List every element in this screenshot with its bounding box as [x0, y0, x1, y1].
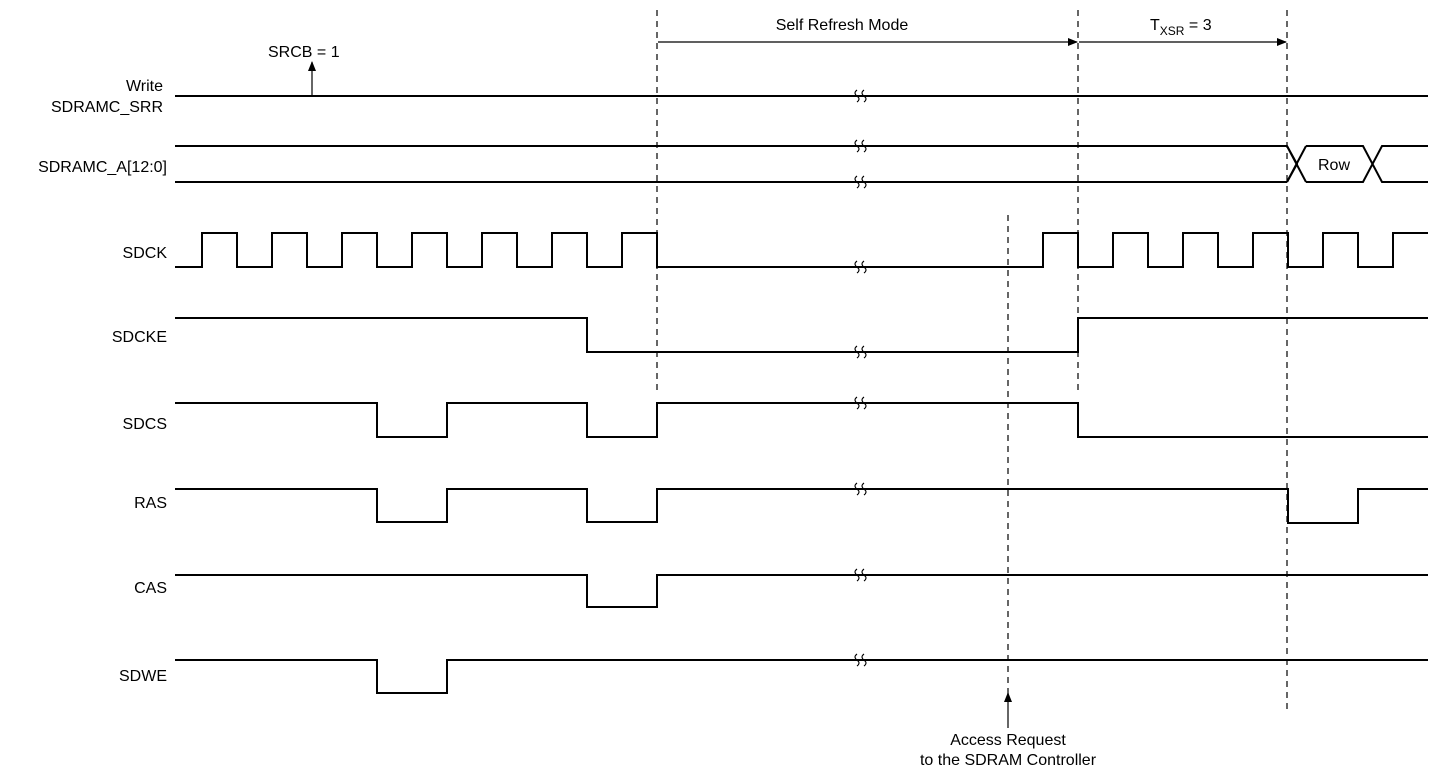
signal-label-sdcs: SDCS	[123, 416, 167, 433]
sdwe-waveform	[175, 659, 1428, 694]
address-bus-row-segment	[1286, 145, 1428, 183]
signal-label-ras: RAS	[134, 495, 167, 512]
break-mark	[854, 482, 867, 496]
signal-label-sdramc-srr: SDRAMC_SRR	[51, 99, 163, 116]
break-mark	[854, 653, 867, 667]
access-request-label-line2: to the SDRAM Controller	[920, 752, 1097, 769]
txsr-label: TXSR = 3	[1150, 17, 1212, 38]
sdcs-waveform	[175, 402, 1428, 438]
address-bus-top	[175, 145, 1299, 183]
break-mark	[854, 175, 867, 189]
break-mark	[854, 139, 867, 153]
access-request-label-line1: Access Request	[950, 732, 1066, 749]
break-mark	[854, 345, 867, 359]
break-mark	[854, 89, 867, 103]
srcb-label: SRCB = 1	[268, 44, 340, 61]
signal-label-sdck: SDCK	[123, 245, 168, 262]
break-mark	[854, 396, 867, 410]
self-refresh-mode-label: Self Refresh Mode	[776, 17, 909, 34]
break-mark	[854, 568, 867, 582]
ras-waveform	[175, 488, 1428, 524]
signal-label-sdcke: SDCKE	[112, 329, 167, 346]
break-mark	[854, 260, 867, 274]
signal-label-write: Write	[126, 78, 163, 95]
sdcke-waveform	[175, 317, 1428, 353]
signal-label-cas: CAS	[134, 580, 167, 597]
time-break-marks	[854, 89, 867, 667]
signal-label-address: SDRAMC_A[12:0]	[38, 159, 167, 176]
cas-waveform	[175, 574, 1428, 608]
signal-label-sdwe: SDWE	[119, 668, 167, 685]
address-bus-row-value: Row	[1318, 157, 1350, 174]
sdck-waveform	[175, 232, 1428, 268]
